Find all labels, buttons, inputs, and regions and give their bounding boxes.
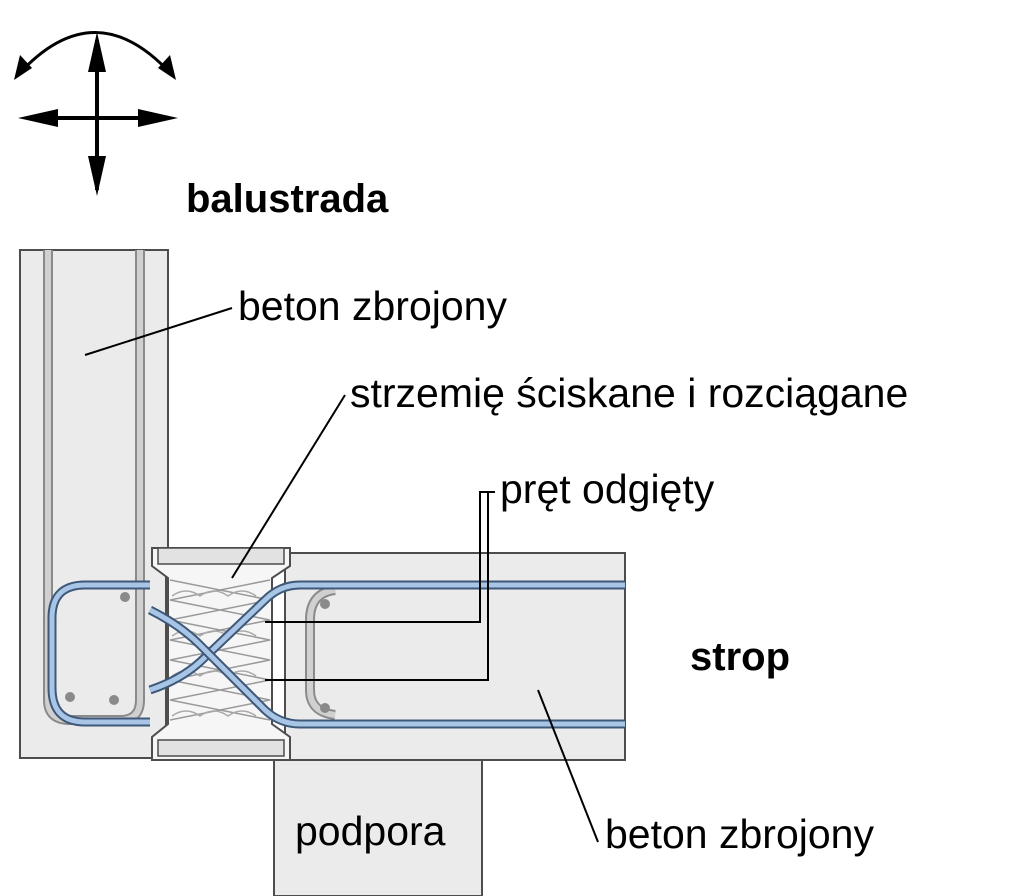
support-concrete xyxy=(273,759,483,896)
concrete-body xyxy=(19,249,626,896)
rotation-and-force-arrows-icon xyxy=(14,31,178,196)
leader-lines xyxy=(84,307,599,843)
label-strop: strop xyxy=(690,635,790,679)
leader-pret-lower xyxy=(265,492,489,681)
leader-strzemie xyxy=(231,394,346,579)
label-balustrada: balustrada xyxy=(186,177,389,221)
connector-rebars xyxy=(47,580,625,729)
insulation-body xyxy=(151,547,291,761)
balustrade-concrete xyxy=(19,249,169,759)
label-strzemie: strzemię ściskane i rozciągane xyxy=(350,370,908,416)
label-podpora: podpora xyxy=(295,808,446,854)
leader-beton-upper xyxy=(84,307,233,356)
label-pret-odgiety: pręt odgięty xyxy=(500,466,715,512)
label-beton-zbrojony-lower: beton zbrojony xyxy=(605,811,874,857)
label-beton-zbrojony-upper: beton zbrojony xyxy=(238,283,507,329)
leader-beton-lower xyxy=(537,689,599,843)
